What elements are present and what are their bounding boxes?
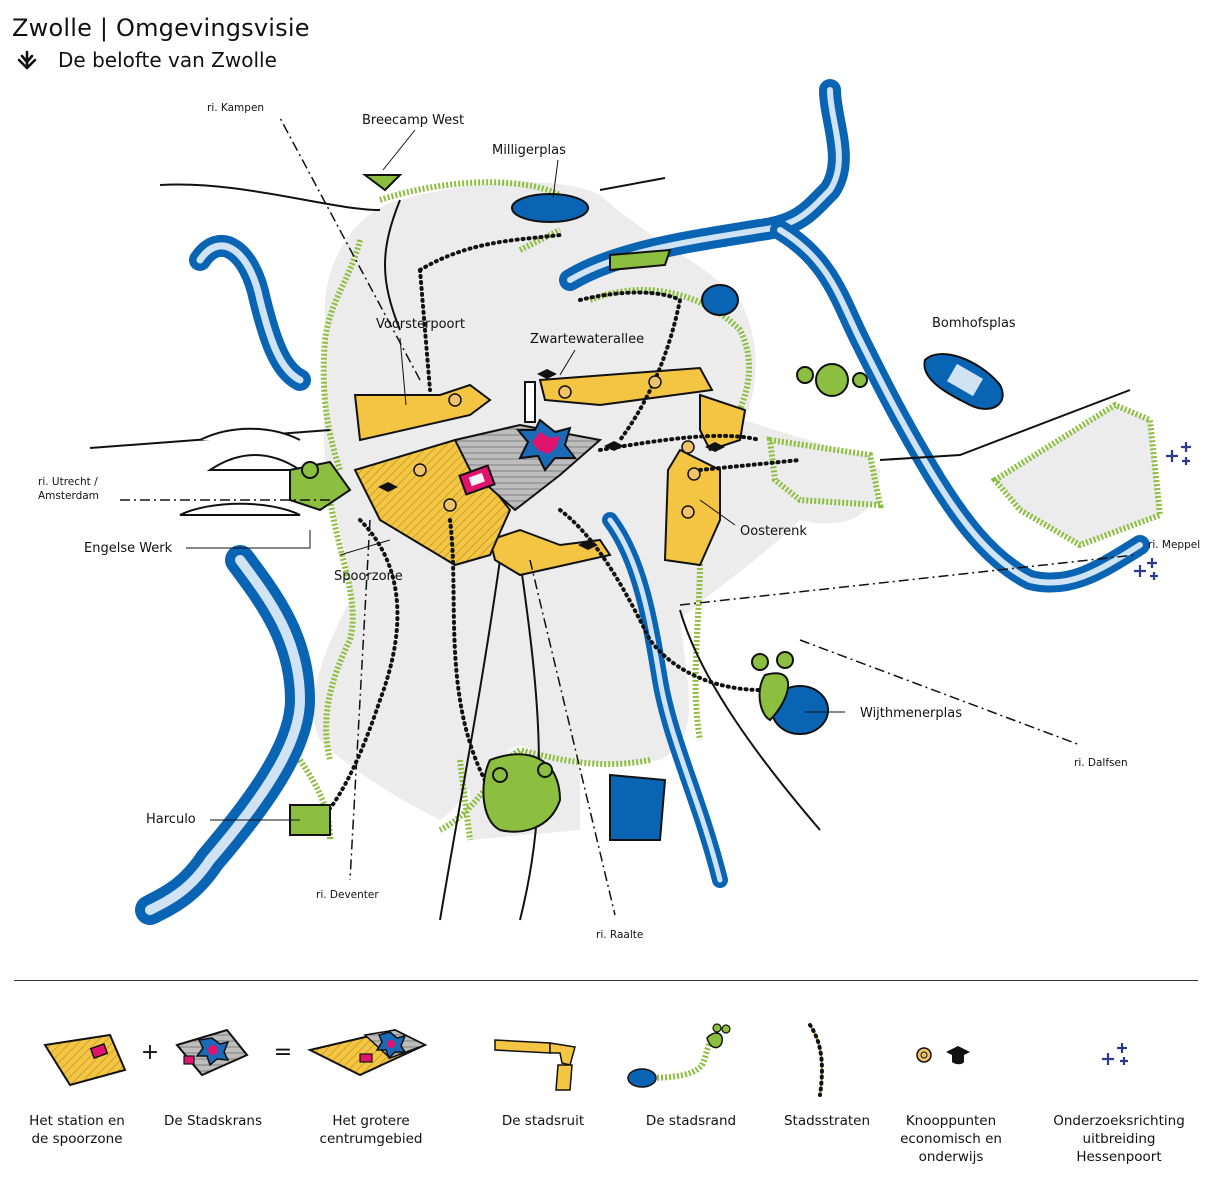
legend-label-line: uitbreiding bbox=[1082, 1131, 1156, 1147]
label-zwartewaterallee: Zwartewaterallee bbox=[530, 332, 644, 347]
label-dir-kampen: ri. Kampen bbox=[207, 102, 264, 114]
label-dir-raalte: ri. Raalte bbox=[596, 929, 643, 941]
label-bomhofsplas: Bomhofsplas bbox=[932, 316, 1016, 331]
label-wijthmenerplas: Wijthmenerplas bbox=[860, 706, 962, 721]
legend-label-line: Hessenpoort bbox=[1076, 1149, 1162, 1165]
river-ijssel-inner bbox=[145, 555, 306, 915]
legend-label-line: economisch en bbox=[900, 1131, 1002, 1147]
legend-label-line: De stadsruit bbox=[501, 1113, 585, 1129]
legend-label-stadskrans: De Stadskrans bbox=[128, 1112, 298, 1130]
legend-label-line: De Stadskrans bbox=[164, 1113, 262, 1129]
legend-label-stadsstraten: Stadsstraten bbox=[742, 1112, 912, 1130]
river-south-inner bbox=[607, 517, 723, 883]
lake-milligerplas bbox=[511, 193, 589, 223]
page-subtitle: De belofte van Zwolle bbox=[58, 48, 277, 72]
trees bbox=[301, 363, 868, 783]
bridges bbox=[179, 427, 304, 516]
legend-label-stadsrand: De stadsrand bbox=[606, 1112, 776, 1130]
legend-icon-stadskrans bbox=[175, 1028, 249, 1077]
leader-lines bbox=[186, 129, 845, 821]
legend-label-line: onderwijs bbox=[918, 1149, 984, 1165]
legend-icon-knooppunten bbox=[916, 1046, 970, 1065]
river-north-west-inner bbox=[196, 242, 304, 384]
legend-label-knooppunten: Knooppunten economisch en onderwijs bbox=[866, 1112, 1036, 1166]
label-dir-utrecht-2: Amsterdam bbox=[38, 490, 99, 502]
stadsruit bbox=[353, 366, 747, 577]
legend-label-line: Onderzoeksrichting bbox=[1053, 1113, 1185, 1129]
hessenpoort-plus-icons bbox=[1134, 442, 1191, 580]
solar-field bbox=[947, 363, 983, 397]
page-title: Zwolle | Omgevingsvisie bbox=[12, 14, 310, 42]
label-engelse-werk: Engelse Werk bbox=[84, 541, 173, 556]
direction-lines bbox=[120, 117, 1136, 916]
lake-north bbox=[701, 284, 739, 316]
legend-label-line: Stadsstraten bbox=[783, 1113, 871, 1129]
city-centre-core bbox=[532, 432, 560, 454]
city-area-east-green bbox=[990, 401, 1164, 549]
legend-label-line: centrumgebied bbox=[319, 1131, 423, 1147]
city-area-mid-east bbox=[766, 436, 884, 509]
label-breecamp: Breecamp West bbox=[362, 113, 464, 128]
legend-label-line: De stadsrand bbox=[645, 1113, 737, 1129]
legend-label-line: Knooppunten bbox=[905, 1113, 997, 1129]
lake-south bbox=[609, 773, 667, 841]
city-vision-map: Breecamp West Milligerplas Voorsterpoort… bbox=[38, 79, 1200, 941]
label-voorsterpoort: Voorsterpoort bbox=[376, 317, 465, 332]
legend-label-hessenpoort: Onderzoeksrichting uitbreiding Hessenpoo… bbox=[1034, 1112, 1204, 1166]
label-dir-deventer: ri. Deventer bbox=[316, 889, 379, 901]
knooppunten-icons bbox=[378, 369, 725, 550]
label-dir-meppel: ri. Meppel bbox=[1148, 539, 1200, 551]
label-harculo: Harculo bbox=[146, 812, 196, 827]
legend-icon-stadsruit bbox=[494, 1039, 576, 1091]
legend-divider bbox=[14, 980, 1198, 981]
legend-label-line: Het station en bbox=[29, 1113, 125, 1129]
station-square-inner bbox=[468, 472, 485, 487]
legend-icon-centrum bbox=[307, 1028, 428, 1077]
city-area-east bbox=[995, 405, 1160, 545]
label-spoorzone: Spoorzone bbox=[334, 569, 403, 584]
legend-icon-stadsrand bbox=[627, 1023, 731, 1088]
legend-symbol-equals: = bbox=[273, 1040, 293, 1065]
legend-label-line: de spoorzone bbox=[31, 1131, 123, 1147]
legend-symbol-plus: + bbox=[140, 1040, 160, 1065]
legend-label-station: Het station en de spoorzone bbox=[0, 1112, 162, 1148]
label-dir-utrecht-1: ri. Utrecht / bbox=[38, 476, 98, 488]
label-milligerplas: Milligerplas bbox=[492, 143, 566, 158]
legend-label-centrum: Het grotere centrumgebied bbox=[286, 1112, 456, 1148]
river-vecht-inner bbox=[777, 227, 1143, 586]
legend-icon-stadsstraten bbox=[808, 1023, 824, 1097]
down-arrow-icon bbox=[17, 50, 37, 70]
legend-icon-hessenpoort bbox=[1102, 1043, 1128, 1065]
tower-icon bbox=[524, 381, 536, 423]
stadsrand-edge bbox=[297, 179, 753, 841]
legend-icon-station bbox=[43, 1033, 127, 1087]
label-oosterenk: Oosterenk bbox=[740, 524, 807, 539]
label-dir-dalfsen: ri. Dalfsen bbox=[1074, 757, 1128, 769]
legend-label-stadsruit: De stadsruit bbox=[458, 1112, 628, 1130]
legend-label-line: Het grotere bbox=[332, 1113, 410, 1129]
